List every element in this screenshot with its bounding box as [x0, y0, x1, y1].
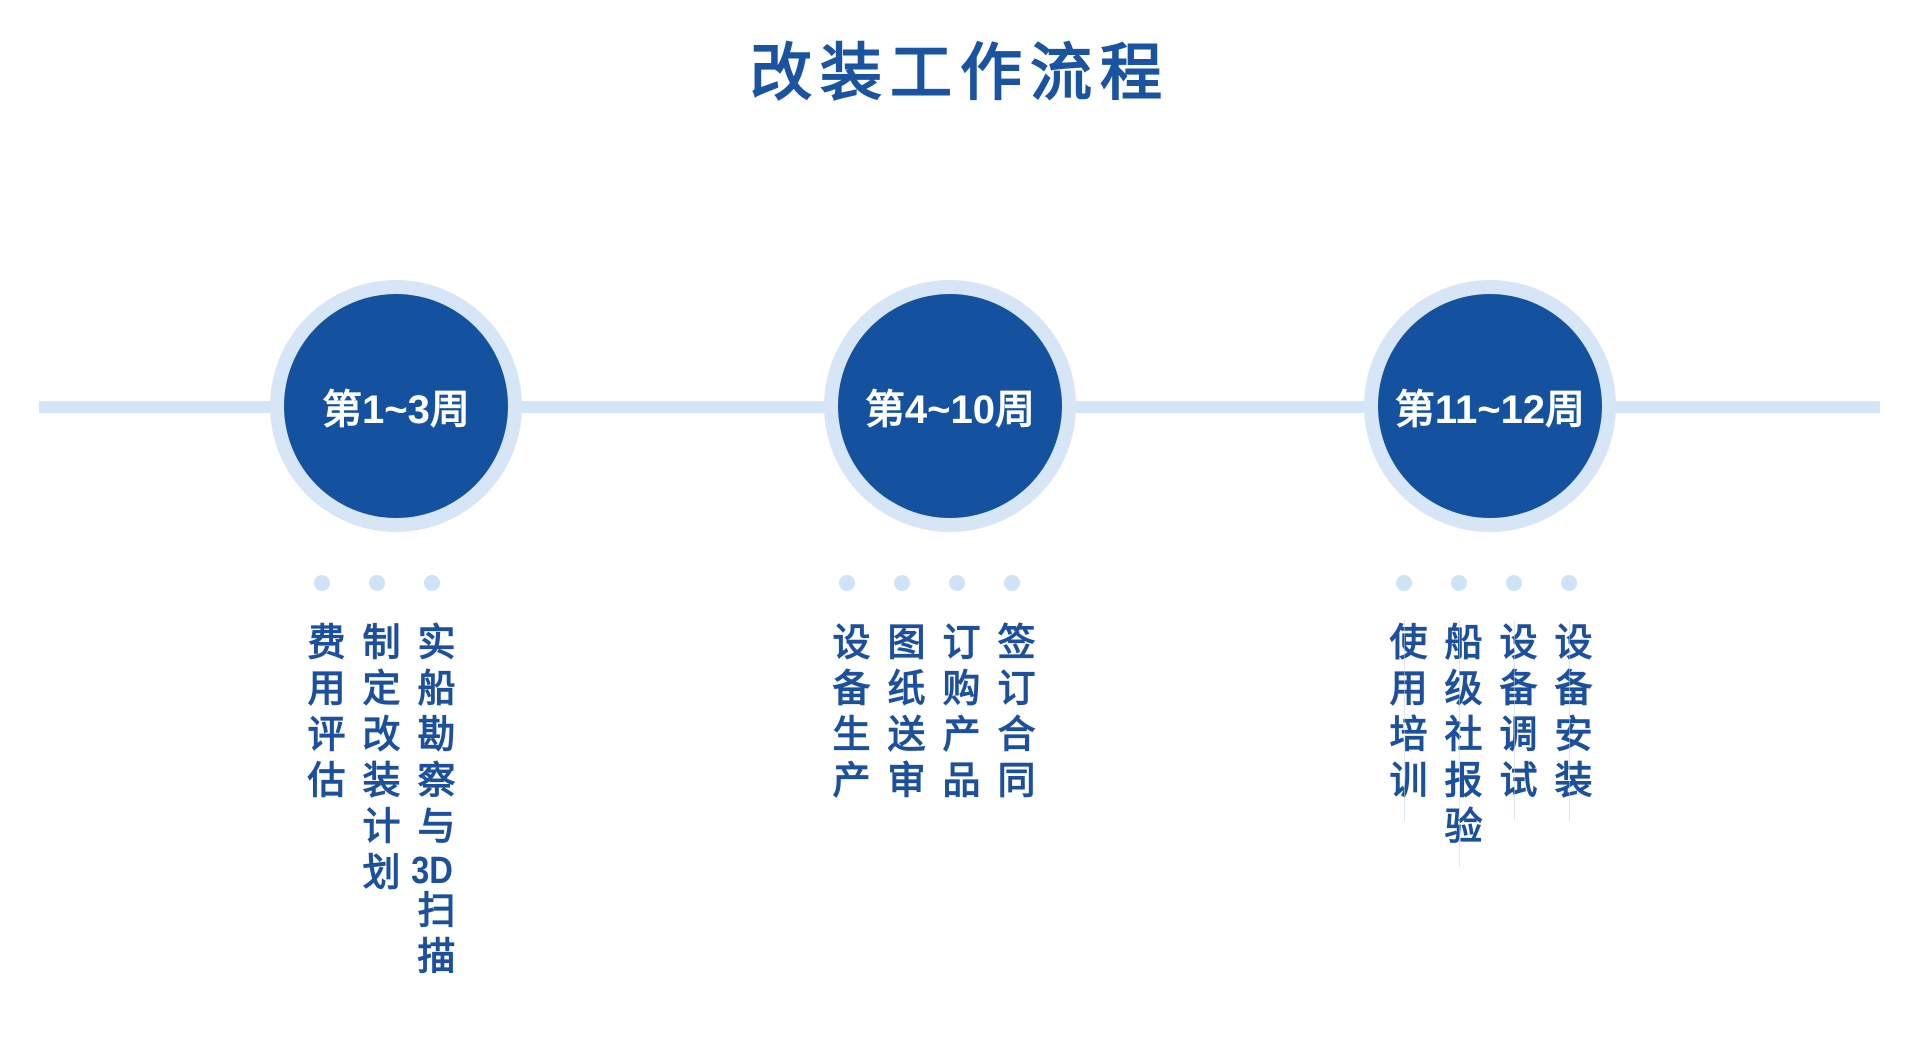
stage-item-column: 船级社报验 — [1432, 575, 1487, 867]
stage-item-label: 签订合同 — [991, 622, 1033, 806]
bullet-dot — [1004, 575, 1020, 591]
stage-item-column: 设备调试 — [1487, 575, 1542, 821]
stage-item-column: 设备生产 — [820, 575, 875, 806]
stage-item-label: 订购产品 — [936, 622, 978, 806]
stage-item-column: 设备安装 — [1542, 575, 1597, 821]
stage-item-list: 签订合同订购产品图纸送审设备生产 — [820, 575, 1040, 806]
stage-item-column: 实船勘察与3D扫描 — [405, 575, 460, 982]
stage-item-column: 使用培训 — [1377, 575, 1432, 821]
stage-item-list: 实船勘察与3D扫描制定改装计划费用评估 — [295, 575, 460, 982]
stage-item-list: 设备安装设备调试船级社报验使用培训 — [1377, 575, 1597, 867]
bullet-dot — [1451, 575, 1467, 591]
bullet-dot — [949, 575, 965, 591]
bullet-dot — [839, 575, 855, 591]
bullet-dot — [1396, 575, 1412, 591]
bullet-dot — [894, 575, 910, 591]
stage-item-label: 设备生产 — [826, 622, 868, 806]
stage-item-label: 设备安装 — [1548, 622, 1590, 806]
stage-item-label: 使用培训 — [1383, 622, 1425, 806]
bullet-dot — [369, 575, 385, 591]
timeline-line — [39, 401, 1880, 413]
bullet-dot — [1561, 575, 1577, 591]
page-title: 改装工作流程 — [749, 39, 1170, 108]
bullet-dot — [424, 575, 440, 591]
stage-item-column: 费用评估 — [295, 575, 350, 806]
bullet-dot — [1506, 575, 1522, 591]
stage-item-column: 图纸送审 — [875, 575, 930, 806]
stage-item-label: 船级社报验 — [1438, 622, 1480, 852]
stage-item-label: 图纸送审 — [881, 622, 923, 806]
stage-item-label: 费用评估 — [301, 622, 343, 806]
stage-item-label: 设备调试 — [1493, 622, 1535, 806]
stage-item-column: 制定改装计划 — [350, 575, 405, 898]
stage-item-column: 签订合同 — [985, 575, 1040, 806]
stage-item-column: 订购产品 — [930, 575, 985, 806]
stage-item-label: 制定改装计划 — [356, 622, 398, 898]
stage-item-label: 实船勘察与3D扫描 — [411, 622, 453, 982]
bullet-dot — [314, 575, 330, 591]
